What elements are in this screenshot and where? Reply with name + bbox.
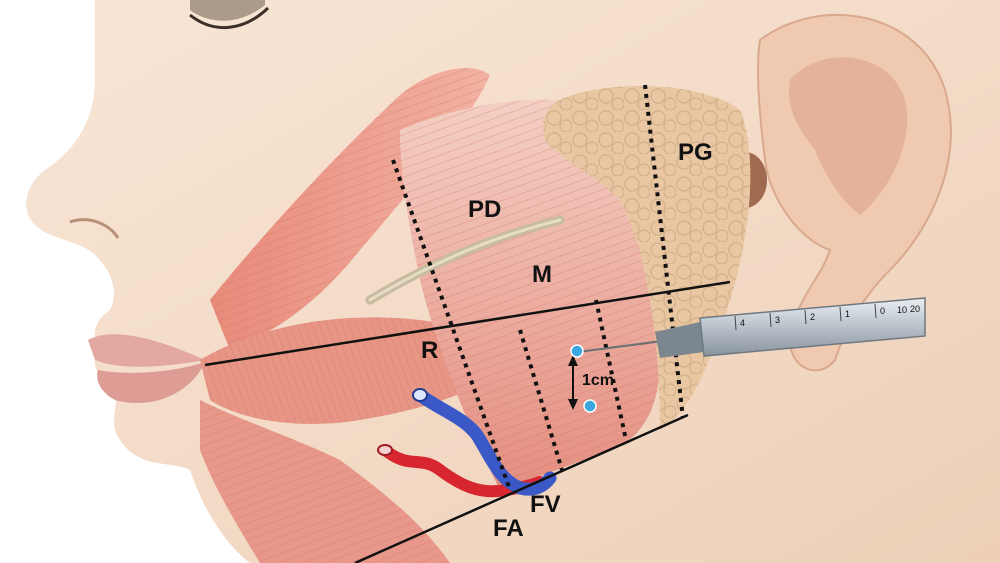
syringe-scale-label: 20 — [910, 304, 920, 314]
syringe-needle — [577, 339, 671, 353]
syringe-scale-label: 3 — [775, 315, 780, 325]
syringe-scale-label: 10 — [897, 305, 907, 315]
distance-arrow-head-bottom — [568, 399, 578, 410]
zone-line-4 — [643, 84, 685, 419]
zone-line-3 — [594, 299, 628, 441]
label-fa: FA — [493, 515, 524, 542]
masseter-fibers — [400, 99, 660, 490]
syringe: 4 3 2 1 0 10 20 — [577, 297, 926, 358]
lower-lip — [97, 362, 205, 404]
injection-point-lower — [583, 399, 597, 413]
syringe-scale-label: 0 — [880, 306, 885, 316]
injection-point-upper — [570, 344, 584, 358]
syringe-scale-label: 4 — [740, 318, 745, 328]
facial-vein-end — [412, 388, 428, 402]
syringe-hub — [655, 322, 704, 358]
syringe-scale-label: 1 — [845, 309, 850, 319]
label-m: M — [532, 261, 552, 288]
syringe-scale-label: 2 — [810, 312, 815, 322]
parotid-duct-highlight — [368, 218, 562, 302]
label-pg: PG — [678, 139, 713, 166]
eyelashes — [189, 6, 270, 30]
label-r: R — [421, 337, 438, 364]
label-fv: FV — [530, 491, 561, 518]
upper-lip — [88, 334, 205, 367]
zone-line-1 — [391, 159, 512, 491]
facial-vein — [413, 388, 557, 496]
label-distance: 1cm — [582, 372, 614, 389]
syringe-scale: 4 3 2 1 0 10 20 — [734, 303, 920, 331]
zone-line-2 — [518, 329, 564, 471]
ear-inner — [789, 57, 908, 216]
lip-ear-line — [204, 280, 731, 367]
label-pd: PD — [468, 196, 501, 223]
distance-arrow-head-top — [568, 355, 578, 366]
depressor-fibers — [200, 400, 450, 563]
nostril — [69, 218, 120, 239]
facial-artery-end — [377, 444, 393, 456]
syringe-barrel — [699, 297, 926, 357]
eye — [190, 0, 265, 21]
mandible-line — [354, 413, 689, 563]
